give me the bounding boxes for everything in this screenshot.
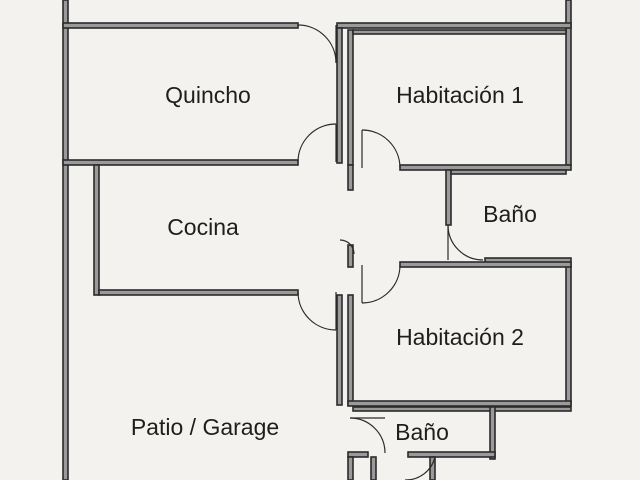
wall-bano1-left (445, 169, 452, 226)
wall-top-right (336, 22, 572, 29)
wall-bottom-stub-2 (370, 456, 377, 480)
wall-top-left (62, 22, 299, 29)
door-hab1-arc (361, 129, 401, 169)
wall-hab2-left (347, 294, 354, 406)
wall-cocina-left (93, 164, 100, 296)
outer-wall-right-bottom (565, 264, 572, 406)
wall-hab2-bottom (347, 400, 572, 407)
door-quincho-bottom-arc (297, 123, 337, 163)
door-quincho-top-arc (297, 24, 337, 64)
label-bano-1: Baño (483, 201, 537, 227)
wall-bano2-top (352, 406, 572, 412)
wall-bano2-bottom (407, 451, 496, 458)
wall-hab1-door-stub (347, 164, 354, 191)
label-habitacion-2: Habitación 2 (396, 324, 524, 350)
outer-wall-left (62, 0, 69, 480)
wall-bano2-bottom-left (347, 451, 369, 458)
wall-bano1-top (450, 169, 567, 175)
wall-bottom-stub-1 (347, 456, 354, 480)
wall-quincho-bottom (62, 159, 299, 166)
walls (62, 0, 572, 480)
label-cocina: Cocina (167, 214, 239, 240)
label-patio-garage: Patio / Garage (131, 414, 279, 440)
wall-cocina-bottom (98, 289, 299, 296)
wall-hab1-top (352, 29, 567, 35)
wall-corridor-left-bottom (336, 294, 343, 406)
door-hab2-arc (361, 264, 401, 304)
door-cocina-arc (297, 291, 337, 331)
wall-corridor-left-top (336, 27, 343, 164)
wall-bano2-right (489, 406, 496, 460)
label-habitacion-1: Habitación 1 (396, 82, 524, 108)
wall-hab1-left (347, 29, 354, 166)
room-labels: Quincho Habitación 1 Cocina Baño Habitac… (131, 82, 537, 445)
wall-hab2-top (399, 261, 572, 268)
label-quincho: Quincho (165, 82, 251, 108)
doors (297, 24, 484, 480)
door-corridor-arc (339, 239, 355, 255)
label-bano-2: Baño (395, 419, 449, 445)
